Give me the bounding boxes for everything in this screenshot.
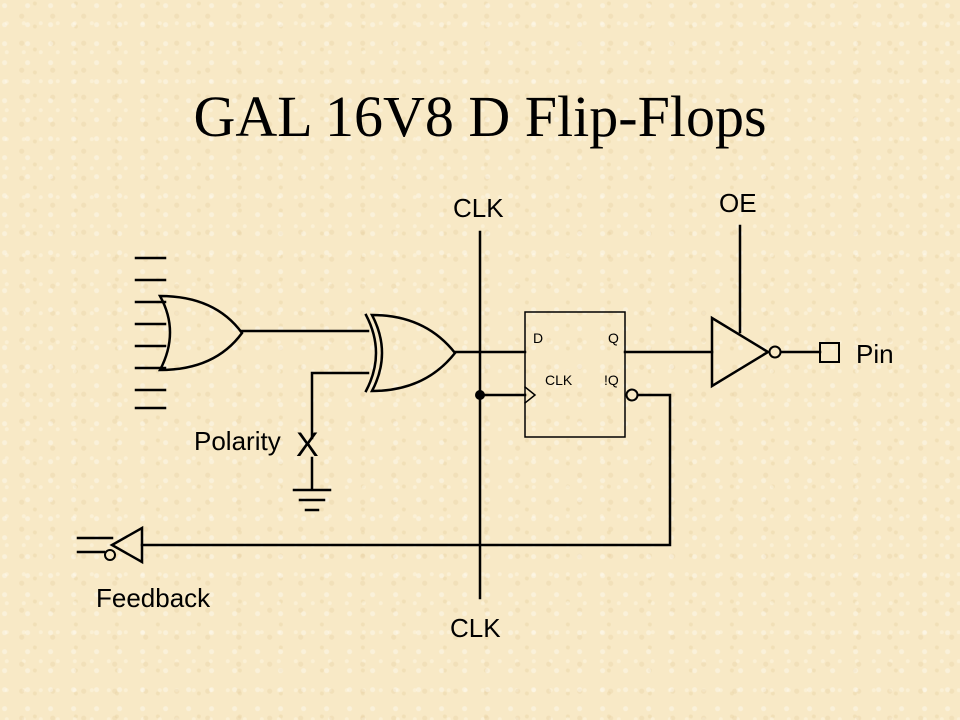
ff-clk-label: CLK xyxy=(545,372,573,388)
feedback-buffer xyxy=(109,525,144,565)
ff-q-label: Q xyxy=(608,330,619,346)
pin-label: Pin xyxy=(856,339,894,369)
page-title: GAL 16V8 D Flip-Flops xyxy=(193,84,767,149)
polarity-label: Polarity xyxy=(194,426,281,456)
clk-bottom-label: CLK xyxy=(450,613,501,643)
buffer-bubble xyxy=(768,345,782,359)
polarity-x-label: X xyxy=(296,426,319,464)
feedback-wire xyxy=(140,393,672,547)
nq-bubble xyxy=(625,388,639,402)
clk-top-label: CLK xyxy=(453,193,504,223)
ff-nq-label: !Q xyxy=(604,372,619,388)
clock-triangle xyxy=(523,385,537,405)
or-gate xyxy=(157,294,244,372)
d-flipflop xyxy=(524,311,626,438)
ground-icon xyxy=(292,488,332,512)
and-array-inputs xyxy=(134,256,167,410)
pin-square xyxy=(819,342,840,363)
feedback-bubble xyxy=(104,549,116,561)
xor-gate xyxy=(364,313,457,393)
polarity-wire xyxy=(310,371,370,440)
tristate-buffer xyxy=(710,315,771,389)
feedback-label: Feedback xyxy=(96,583,211,613)
oe-label: OE xyxy=(719,188,757,218)
ff-d-label: D xyxy=(533,330,544,346)
